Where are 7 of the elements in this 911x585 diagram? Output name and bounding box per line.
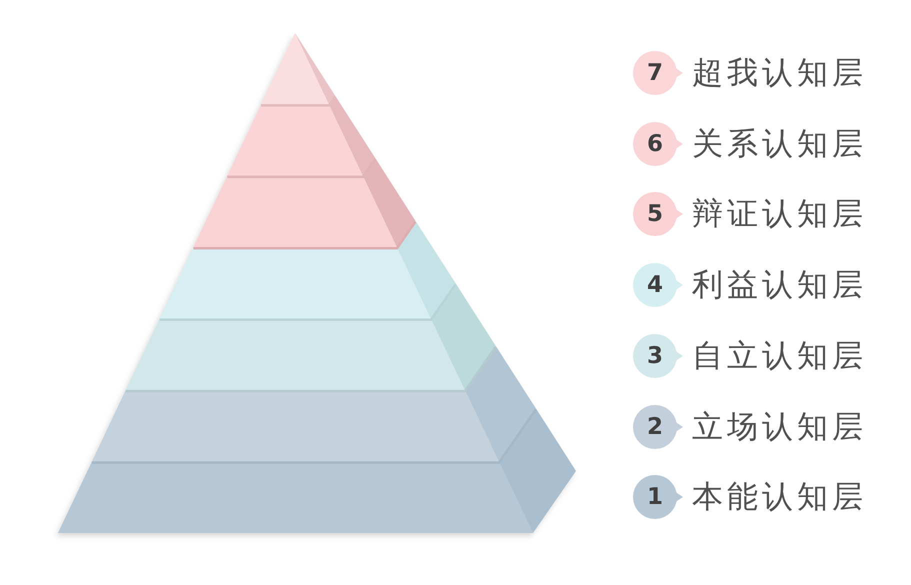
layer-label: 本能认知层 xyxy=(692,478,867,518)
layer-label: 辩证认知层 xyxy=(692,195,867,234)
layer-label: 利益认知层 xyxy=(692,266,867,306)
layer-label: 关系认知层 xyxy=(692,124,867,164)
layer-label: 超我认知层 xyxy=(692,54,867,93)
layer-label: 自立认知层 xyxy=(692,336,867,376)
layer-label: 立场认知层 xyxy=(692,408,867,446)
